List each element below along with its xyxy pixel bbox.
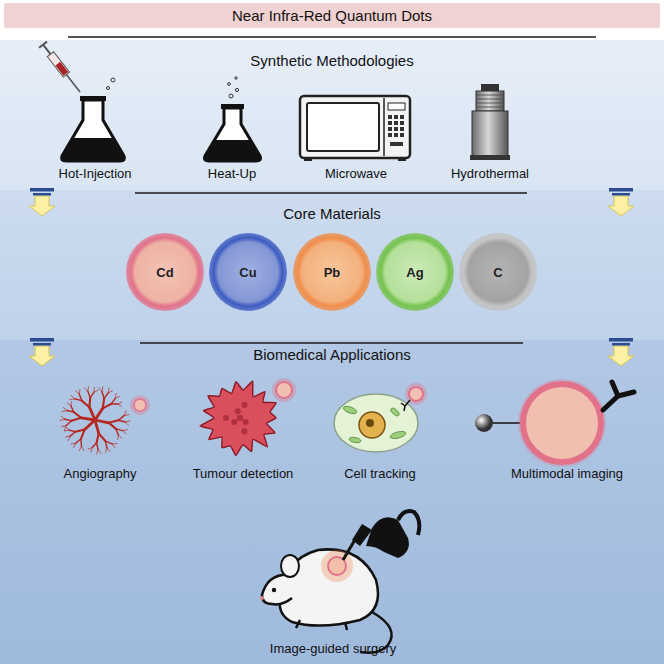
title-bar: Near Infra-Red Quantum Dots (4, 3, 660, 28)
section-band: Core MaterialsCd Cu Pb Ag C (0, 190, 664, 340)
core-label: C (493, 265, 502, 280)
core-label: Ag (406, 265, 423, 280)
icon-caption: Cell tracking (344, 466, 416, 481)
arrow-cap (30, 338, 54, 342)
flow-arrow (29, 338, 55, 366)
flow-arrow (29, 188, 55, 216)
hot-injection-icon (39, 42, 124, 161)
icon-caption: Heat-Up (208, 166, 256, 181)
section-heading: Core Materials (0, 205, 664, 222)
material-core: C (459, 233, 537, 311)
flow-arrow (608, 188, 634, 216)
multimodal-probe (475, 379, 634, 467)
arrow-body (608, 196, 634, 216)
icon-caption: Image-guided surgery (270, 641, 396, 656)
icon-caption: Hydrothermal (451, 166, 529, 181)
arrow-cap (30, 188, 54, 192)
material-core: Ag (376, 233, 454, 311)
mouse-surgery-icon (260, 511, 419, 653)
arrow-cap (33, 193, 51, 196)
section-rules (68, 37, 596, 343)
arrow-cap (609, 338, 633, 342)
tumour-icon (200, 378, 296, 455)
core-label: Cu (239, 265, 256, 280)
material-core: Pb (293, 233, 371, 311)
microwave-icon (300, 96, 410, 161)
arrow-body (608, 346, 634, 366)
core-label: Pb (324, 265, 341, 280)
flow-arrow (608, 338, 634, 366)
rule-line (140, 342, 523, 344)
core-label: Cd (156, 265, 173, 280)
autoclave-icon (470, 84, 510, 160)
arrow-body (29, 196, 55, 216)
arrow-cap (33, 343, 51, 346)
rule-line (135, 192, 527, 194)
arrow-cap (612, 193, 630, 196)
material-core: Cd (126, 233, 204, 311)
title-text: Near Infra-Red Quantum Dots (232, 7, 432, 24)
icon-caption: Multimodal imaging (511, 466, 623, 481)
section-heading: Biomedical Applications (0, 346, 664, 363)
rule-line (68, 36, 596, 38)
icon-caption: Microwave (325, 166, 387, 181)
material-core: Cu (209, 233, 287, 311)
vessel-network (60, 387, 150, 454)
heat-up-icon (205, 77, 261, 161)
icon-caption: Tumour detection (193, 466, 294, 481)
arrow-cap (612, 343, 630, 346)
section-heading: Synthetic Methodologies (0, 52, 664, 69)
cell-icon (334, 383, 427, 452)
icon-caption: Angiography (64, 466, 137, 481)
icon-caption: Hot-Injection (59, 166, 132, 181)
arrow-cap (609, 188, 633, 192)
arrow-body (29, 346, 55, 366)
